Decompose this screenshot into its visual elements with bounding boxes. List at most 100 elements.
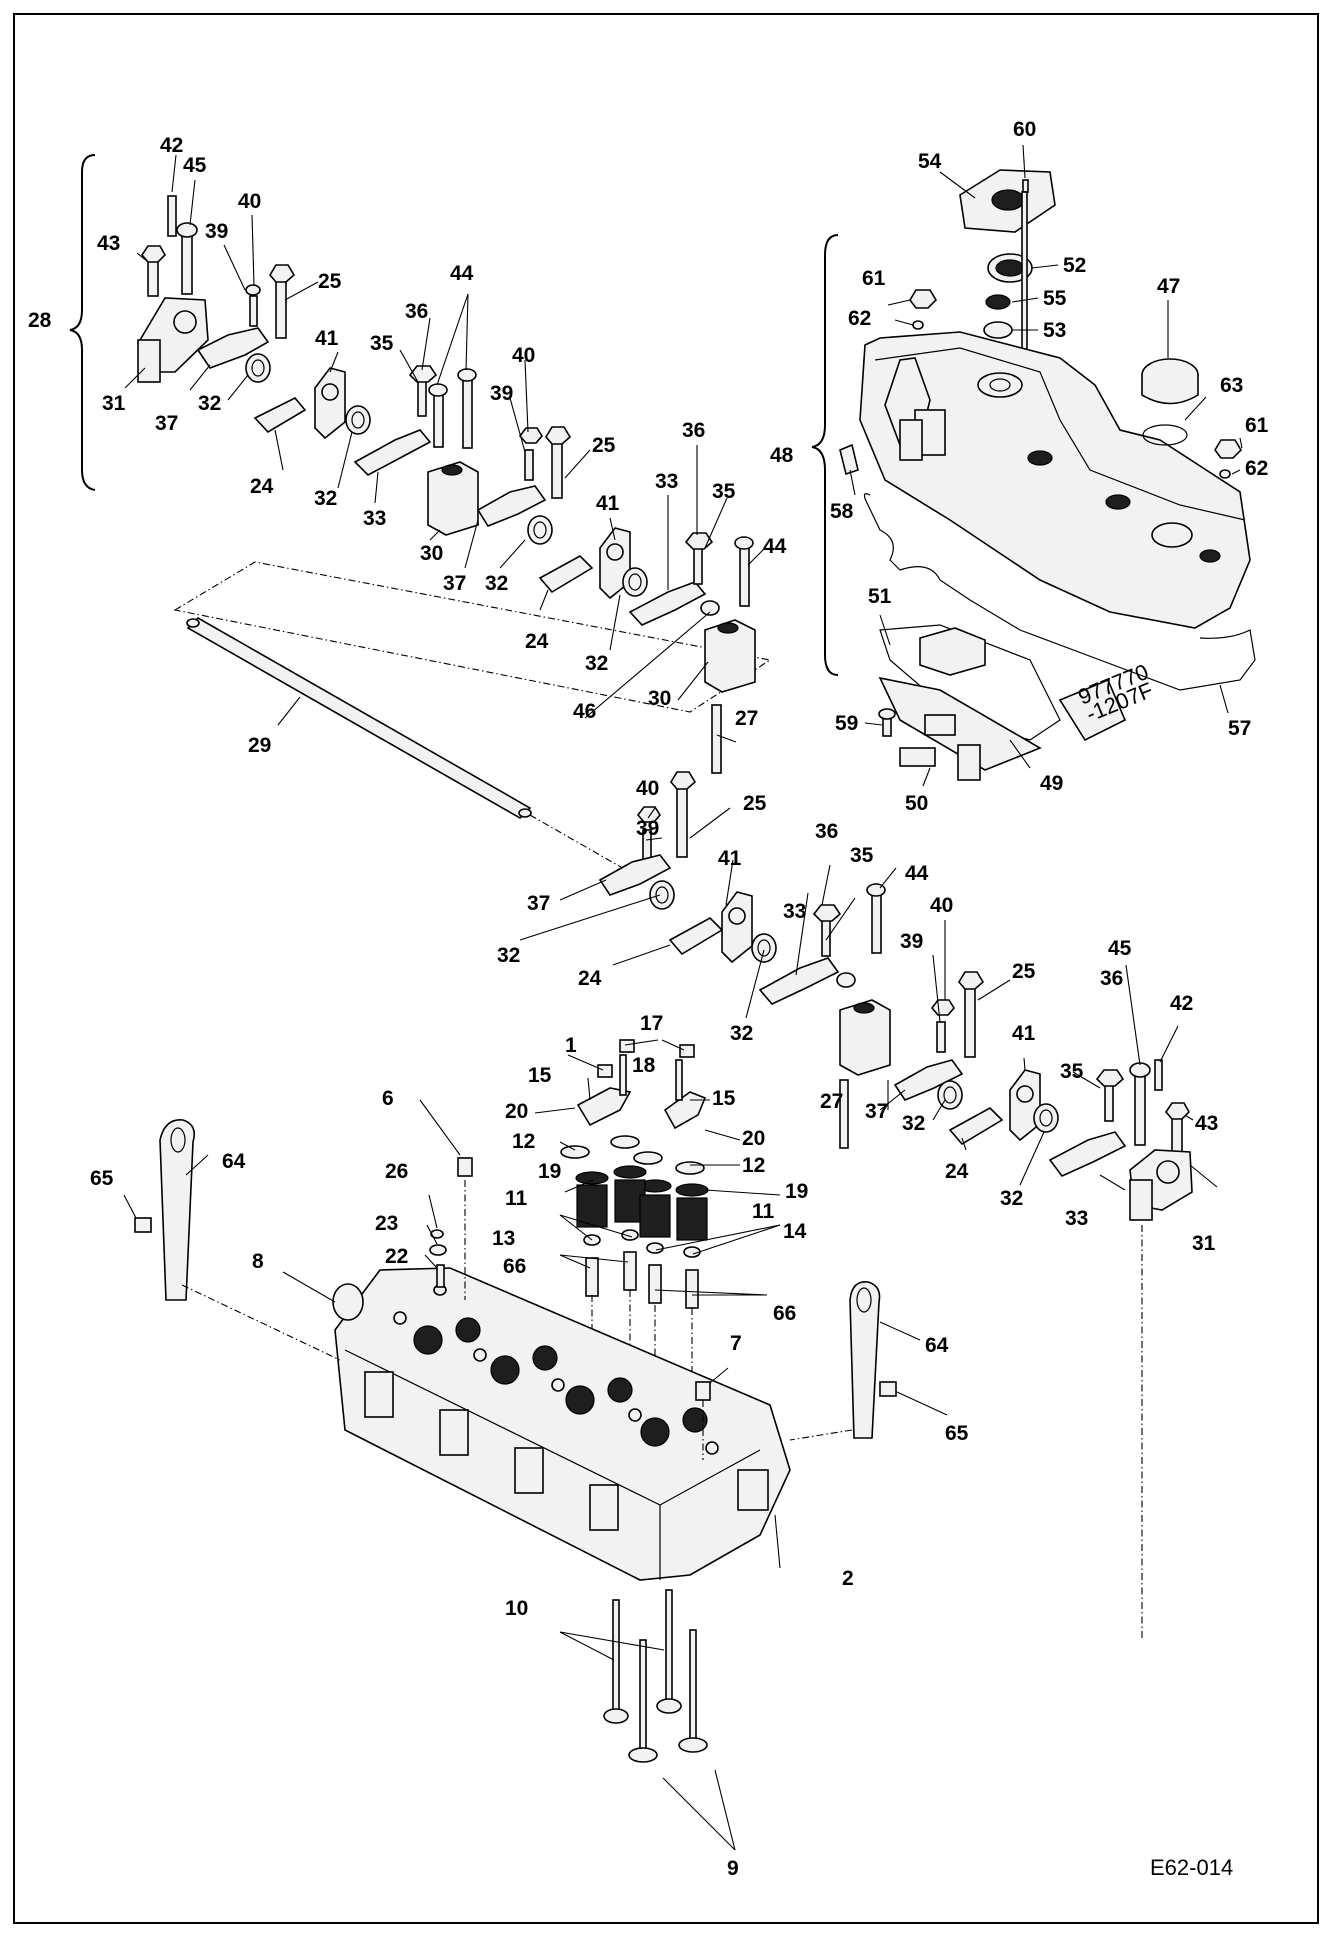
callout-30-a: 30 xyxy=(420,542,443,565)
callout-62-b: 62 xyxy=(1245,457,1268,480)
callout-59: 59 xyxy=(835,712,858,735)
leader-lines xyxy=(123,144,1243,1851)
callout-40: 40 xyxy=(238,190,261,213)
callout-31-b: 31 xyxy=(1192,1232,1216,1255)
callout-44-a: 44 xyxy=(450,262,474,285)
callout-24-b: 24 xyxy=(525,630,549,653)
drawing-frame xyxy=(13,13,1319,1924)
callout-9: 9 xyxy=(727,1857,739,1880)
callout-40-c: 40 xyxy=(636,777,659,800)
valves xyxy=(603,1589,708,1763)
callout-58: 58 xyxy=(830,500,854,523)
callout-32-e: 32 xyxy=(497,944,520,967)
callout-40-b: 40 xyxy=(512,344,535,367)
callout-27-a: 27 xyxy=(735,707,758,730)
callout-37-d: 37 xyxy=(865,1100,888,1123)
callout-60: 60 xyxy=(1013,118,1036,141)
callout-33-d: 33 xyxy=(1065,1207,1088,1230)
callout-42-b: 42 xyxy=(1170,992,1193,1015)
callout-37-a: 37 xyxy=(155,412,178,435)
callout-39-d: 39 xyxy=(900,930,923,953)
cylinder-head xyxy=(332,1157,791,1581)
callout-19-b: 19 xyxy=(785,1180,808,1203)
callout-24-a: 24 xyxy=(250,475,274,498)
callout-36-a: 36 xyxy=(405,300,428,323)
callout-44-b: 44 xyxy=(763,535,787,558)
callout-22: 22 xyxy=(385,1245,408,1268)
callout-37-b: 37 xyxy=(443,572,466,595)
callout-54: 54 xyxy=(918,150,942,173)
callout-35-a: 35 xyxy=(370,332,394,355)
callout-24-d: 24 xyxy=(945,1160,969,1183)
callout-43: 43 xyxy=(97,232,120,255)
callout-32-d: 32 xyxy=(585,652,608,675)
callout-19-a: 19 xyxy=(538,1160,561,1183)
callout-25: 25 xyxy=(318,270,342,293)
figure-reference-code: E62-014 xyxy=(1150,1855,1233,1880)
callout-23: 23 xyxy=(375,1212,398,1235)
callout-66-a: 66 xyxy=(503,1255,526,1278)
callout-26: 26 xyxy=(385,1160,408,1183)
callout-46: 46 xyxy=(573,700,596,723)
callout-12-b: 12 xyxy=(742,1154,765,1177)
callout-13: 13 xyxy=(492,1227,515,1250)
callout-44-c: 44 xyxy=(905,862,929,885)
callout-15-a: 15 xyxy=(528,1064,552,1087)
callout-41: 41 xyxy=(315,327,339,350)
callout-25-c: 25 xyxy=(743,792,767,815)
callout-65-a: 65 xyxy=(90,1167,114,1190)
assembly-28-brace xyxy=(69,154,96,491)
callout-8: 8 xyxy=(252,1250,264,1273)
callout-41-b: 41 xyxy=(596,492,620,515)
callout-61-b: 61 xyxy=(1245,414,1269,437)
callout-25-d: 25 xyxy=(1012,960,1036,983)
callout-41-c: 41 xyxy=(718,847,742,870)
callout-labels: 42 45 40 43 39 25 28 41 44 36 35 40 39 3… xyxy=(28,118,1269,1880)
rocker-assembly-lower xyxy=(598,771,1193,1640)
callout-43-b: 43 xyxy=(1195,1112,1218,1135)
callout-35-b: 35 xyxy=(712,480,736,503)
callout-32-c: 32 xyxy=(485,572,508,595)
callout-50: 50 xyxy=(905,792,928,815)
callout-20-b: 20 xyxy=(742,1127,765,1150)
callout-41-d: 41 xyxy=(1012,1022,1036,1045)
callout-36-d: 36 xyxy=(1100,967,1123,990)
callout-42: 42 xyxy=(160,134,183,157)
callout-40-d: 40 xyxy=(930,894,953,917)
callout-39-b: 39 xyxy=(490,382,513,405)
rocker-cover-assembly: 977770 -1207F xyxy=(839,169,1256,781)
callout-62-a: 62 xyxy=(848,307,871,330)
callout-24-c: 24 xyxy=(578,967,602,990)
callout-45: 45 xyxy=(183,154,207,177)
callout-52: 52 xyxy=(1063,254,1086,277)
callout-65-b: 65 xyxy=(945,1422,969,1445)
callout-36-c: 36 xyxy=(815,820,838,843)
callout-33-c: 33 xyxy=(783,900,806,923)
callout-39: 39 xyxy=(205,220,228,243)
callout-49: 49 xyxy=(1040,772,1063,795)
rocker-assembly-upper xyxy=(137,195,756,774)
callout-35-c: 35 xyxy=(850,844,874,867)
callout-61-a: 61 xyxy=(862,267,886,290)
callout-47: 47 xyxy=(1157,275,1180,298)
callout-48: 48 xyxy=(770,444,794,467)
callout-64-b: 64 xyxy=(925,1334,949,1357)
callout-32-f: 32 xyxy=(730,1022,753,1045)
callout-1: 1 xyxy=(565,1034,577,1057)
callout-17: 17 xyxy=(640,1012,663,1035)
callout-28: 28 xyxy=(28,309,52,332)
callout-32-a: 32 xyxy=(198,392,221,415)
callout-6: 6 xyxy=(382,1087,394,1110)
callout-14: 14 xyxy=(783,1220,807,1243)
callout-27-b: 27 xyxy=(820,1090,843,1113)
callout-11-b: 11 xyxy=(752,1200,775,1223)
callout-57: 57 xyxy=(1228,717,1251,740)
callout-51: 51 xyxy=(868,585,892,608)
callout-32-h: 32 xyxy=(1000,1187,1023,1210)
callout-32-g: 32 xyxy=(902,1112,925,1135)
callout-7: 7 xyxy=(730,1332,742,1355)
callout-63: 63 xyxy=(1220,374,1243,397)
callout-31-a: 31 xyxy=(102,392,126,415)
rocker-shaft-29 xyxy=(173,561,772,879)
